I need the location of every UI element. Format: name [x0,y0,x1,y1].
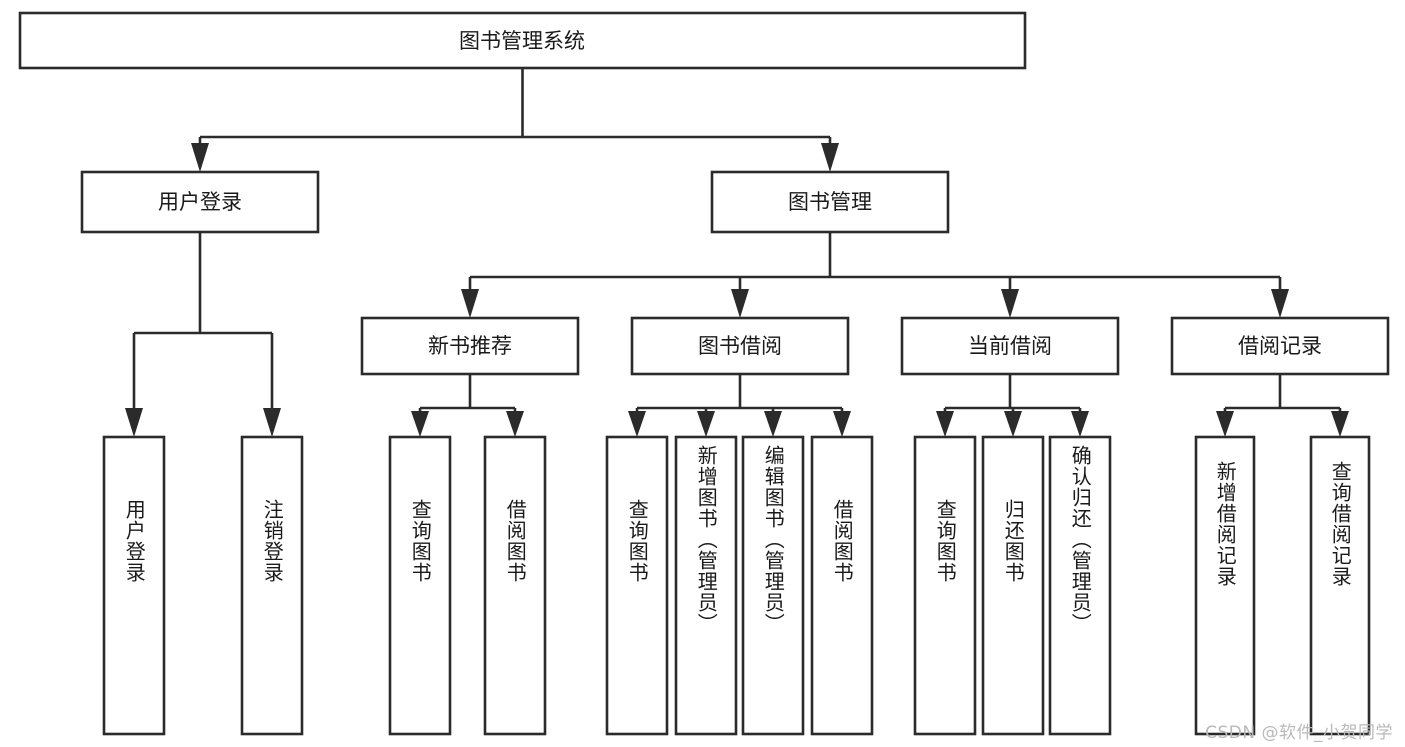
arrowhead-leaf-logout-login [263,408,281,437]
node-current-borrow-box[interactable] [900,316,1120,376]
node-new-book-recommend-label: 新书推荐 [428,334,512,358]
leaf-add-borrow-record-box[interactable] [1194,435,1256,736]
arrowhead-user-login [191,143,209,172]
arrowhead-leaf-borrow-books-recommend [506,411,524,437]
leaf-return-books-box[interactable] [981,435,1045,736]
arrowhead-leaf-query-books-borrow [628,411,646,437]
arrowhead-leaf-add-book-admin [697,411,715,437]
node-user-login-label: 用户登录 [158,190,242,214]
arrowhead-book-management [821,143,839,172]
leaf-user-login-box[interactable] [102,435,166,736]
node-book-management-label: 图书管理 [788,190,872,214]
leaf-borrow-books-borrow-box[interactable] [810,435,874,736]
leaf-query-books-recommend-box[interactable] [388,435,452,736]
node-current-borrow[interactable]: 当前借阅 [900,316,1120,376]
leaf-borrow-books-recommend-box[interactable] [483,435,547,736]
node-borrow-record-label: 借阅记录 [1238,334,1322,358]
node-root-label: 图书管理系统 [459,29,585,53]
arrowhead-current-borrow [1001,289,1019,318]
leaf-query-books-borrow-box[interactable] [605,435,669,736]
node-book-borrow[interactable]: 图书借阅 [630,316,850,376]
node-book-management-box[interactable] [710,170,950,234]
connector-group-borrow-record-to-leaves [1216,374,1349,437]
arrowhead-new-book-recommend [461,289,479,318]
node-new-book-recommend[interactable]: 新书推荐 [360,316,580,376]
node-book-management[interactable]: 图书管理 [710,170,950,234]
leaf-edit-book-admin-box[interactable] [741,435,805,736]
connector-group-user-login-to-leaves [125,232,281,437]
node-root-box[interactable] [18,11,1027,70]
node-book-borrow-box[interactable] [630,316,850,376]
arrowhead-leaf-borrow-books-borrow [833,411,851,437]
leaf-logout-login-box[interactable] [240,435,304,736]
connector-group-book-management-to-level3 [461,232,1289,318]
connector-group-root-to-level2 [191,68,839,172]
node-user-login[interactable]: 用户登录 [80,170,320,234]
arrowhead-leaf-query-borrow-record [1331,411,1349,437]
connector-group-book-borrow-to-leaves [628,374,851,437]
arrowhead-book-borrow [731,289,749,318]
leaf-query-books-current-box[interactable] [913,435,977,736]
connector-group-current-borrow-to-leaves [936,374,1089,437]
leaf-confirm-return-admin-box[interactable] [1048,435,1112,736]
node-user-login-box[interactable] [80,170,320,234]
node-borrow-record-box[interactable] [1170,316,1390,376]
arrowhead-leaf-user-login [125,408,143,437]
csdn-watermark: CSDN @软件_小贺同学 [1205,723,1393,743]
node-root[interactable]: 图书管理系统 [18,11,1027,70]
arrowhead-leaf-edit-book-admin [764,411,782,437]
node-borrow-record[interactable]: 借阅记录 [1170,316,1390,376]
node-new-book-recommend-box[interactable] [360,316,580,376]
arrowhead-leaf-return-books [1004,411,1022,437]
leaf-boxes-group [102,435,1371,736]
leaf-add-book-admin-box[interactable] [674,435,738,736]
node-current-borrow-label: 当前借阅 [968,334,1052,358]
arrowhead-leaf-query-books-current [936,411,954,437]
arrowhead-leaf-confirm-return-admin [1071,411,1089,437]
leaf-query-borrow-record-box[interactable] [1309,435,1371,736]
arrowhead-borrow-record [1271,289,1289,318]
arrowhead-leaf-query-books-recommend [411,411,429,437]
connector-group-new-book-recommend-to-leaves [411,374,524,437]
arrowhead-leaf-add-borrow-record [1216,411,1234,437]
node-book-borrow-label: 图书借阅 [698,334,782,358]
